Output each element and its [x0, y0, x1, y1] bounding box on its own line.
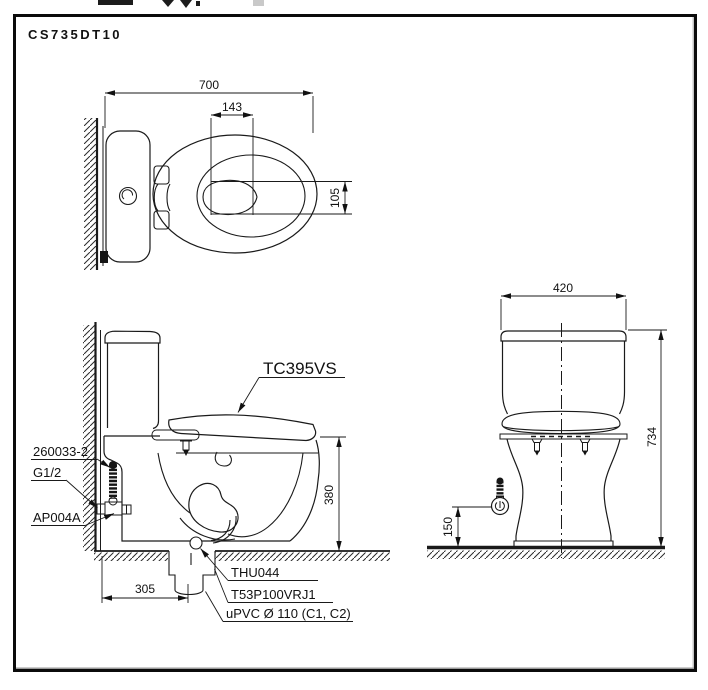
- floor-section-side: [94, 550, 390, 561]
- model-number: CS735DT10: [28, 27, 123, 42]
- trapway-flow: [188, 482, 239, 533]
- pedestal-front: [506, 438, 621, 547]
- floor-flange: [168, 551, 216, 596]
- hinge-bolt-right: [579, 438, 591, 456]
- drawing-border: [13, 14, 697, 672]
- top-view-drawing: 700 143 105: [84, 78, 352, 270]
- front-view-drawing: 420 734 150: [427, 281, 667, 559]
- seat-lid-side: [168, 414, 317, 442]
- joint-part-label: T53P100VRJ1: [231, 587, 316, 602]
- dim-label-420: 420: [553, 281, 573, 295]
- stop-valve-body: [104, 501, 123, 516]
- seat-model-label: TC395VS: [263, 359, 337, 378]
- dim-305: [101, 556, 189, 603]
- flange-part-label: THU044: [231, 565, 279, 580]
- dim-label-700: 700: [199, 78, 219, 92]
- dim-150: [452, 506, 492, 547]
- leader-lines-side: [31, 377, 353, 622]
- dim-734: [628, 329, 667, 547]
- pipe-spec-label: uPVC Ø 110 (C1, C2): [226, 606, 351, 621]
- seat-front: [499, 410, 628, 456]
- supply-stub-front: [490, 477, 510, 516]
- cropped-artifact: [98, 0, 133, 5]
- dim-label-143: 143: [222, 100, 242, 114]
- seat-side: [151, 414, 317, 456]
- dim-700: [104, 90, 314, 133]
- dim-label-105: 105: [328, 188, 342, 208]
- wall-section-top: [84, 118, 108, 270]
- drain-side: [168, 551, 216, 596]
- seat-mount-plate: [499, 433, 628, 440]
- seat-top: [152, 134, 318, 254]
- dim-105: [211, 181, 352, 215]
- hose-part-label: 260033-2: [33, 444, 88, 459]
- dim-label-305: 305: [135, 582, 155, 596]
- seat-hinge-top: [153, 165, 171, 230]
- dim-label-380: 380: [322, 485, 336, 505]
- dim-380: [320, 436, 346, 551]
- tank-front: [500, 330, 627, 415]
- inlet-thread-label: G1/2: [33, 465, 61, 480]
- stop-valve-label: AP004A: [33, 510, 81, 525]
- hinge-bolt-side: [180, 440, 192, 456]
- flush-button: [118, 186, 138, 206]
- hinge-bolt-left: [531, 438, 543, 456]
- side-view-drawing: TC395VS 260033-2 G1/2 AP004A 380 305 THU…: [31, 322, 390, 622]
- tank-side: [104, 330, 161, 430]
- cropped-artifact-glyphs: [162, 0, 264, 8]
- dim-label-734: 734: [645, 427, 659, 447]
- tank-top: [105, 130, 151, 263]
- supply-assembly-side: [96, 461, 132, 516]
- wall-section-side: [83, 322, 101, 551]
- seat-hinge-side: [151, 429, 200, 441]
- wall-anchor: [100, 251, 108, 263]
- bowl-side: [103, 435, 320, 550]
- dim-420: [500, 293, 627, 330]
- dim-label-150: 150: [441, 517, 455, 537]
- outlet-point: [189, 536, 203, 550]
- floor-section-front: [427, 545, 665, 559]
- dim-143: [210, 112, 254, 215]
